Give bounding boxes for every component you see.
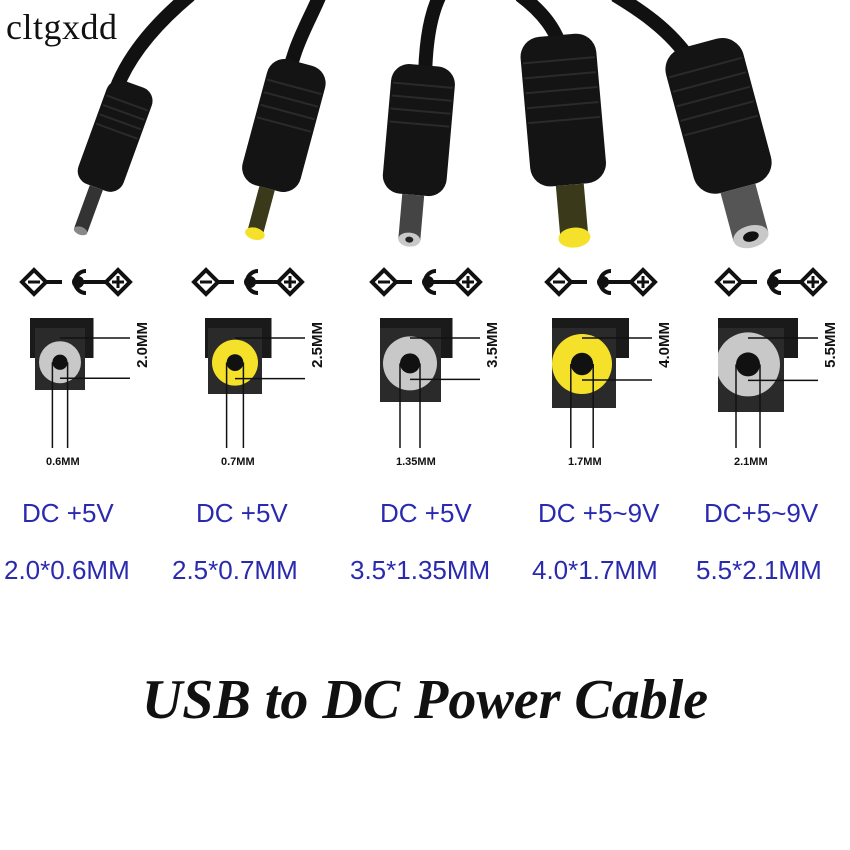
- size-label-2: 2.5*0.7MM: [172, 555, 298, 585]
- connector-detail-1: 2.0MM 0.6MM: [30, 318, 200, 478]
- dc-polarity-symbol-icon: [190, 262, 310, 302]
- connector-detail-2: 2.5MM 0.7MM: [205, 318, 375, 478]
- inner-diameter-label: 1.35MM: [396, 456, 436, 468]
- plug-5: [665, 37, 772, 249]
- page-title: USB to DC Power Cable: [141, 669, 709, 731]
- dc-polarity-symbol-icon: [713, 262, 833, 302]
- size-label-3: 3.5*1.35MM: [350, 555, 491, 585]
- dc-polarity-symbol-icon: [543, 262, 663, 302]
- voltage-label-3: DC +5V: [380, 498, 472, 528]
- voltage-label-2: DC +5V: [196, 498, 288, 528]
- outer-diameter-label: 3.5MM: [484, 322, 501, 368]
- inner-diameter-label: 1.7MM: [568, 456, 602, 468]
- dc-polarity-symbol-icon: [368, 262, 488, 302]
- voltage-label-1: DC +5V: [22, 498, 114, 528]
- plug-1: [73, 79, 153, 236]
- outer-diameter-label: 4.0MM: [656, 322, 673, 368]
- size-label-1: 2.0*0.6MM: [4, 555, 130, 585]
- voltage-label-5: DC+5~9V: [704, 498, 819, 528]
- size-label-5: 5.5*2.1MM: [696, 555, 822, 585]
- connector-detail-4: 4.0MM 1.7MM: [552, 318, 722, 478]
- plug-2: [242, 59, 326, 241]
- plug-photo-row: [73, 0, 772, 249]
- plug-3: [382, 63, 455, 247]
- outer-diameter-label: 2.5MM: [309, 322, 326, 368]
- plug-4: [520, 33, 606, 248]
- outer-diameter-label: 2.0MM: [134, 322, 151, 368]
- inner-diameter-label: 0.6MM: [46, 456, 80, 468]
- voltage-label-4: DC +5~9V: [538, 498, 660, 528]
- size-label-4: 4.0*1.7MM: [532, 555, 658, 585]
- dc-polarity-symbol-icon: [18, 262, 138, 302]
- connector-detail-5: 5.5MM 2.1MM: [718, 318, 850, 478]
- connector-detail-3: 3.5MM 1.35MM: [380, 318, 550, 478]
- inner-diameter-label: 2.1MM: [734, 456, 768, 468]
- brand-watermark: cltgxdd: [6, 7, 118, 47]
- outer-diameter-label: 5.5MM: [822, 322, 839, 368]
- inner-diameter-label: 0.7MM: [221, 456, 255, 468]
